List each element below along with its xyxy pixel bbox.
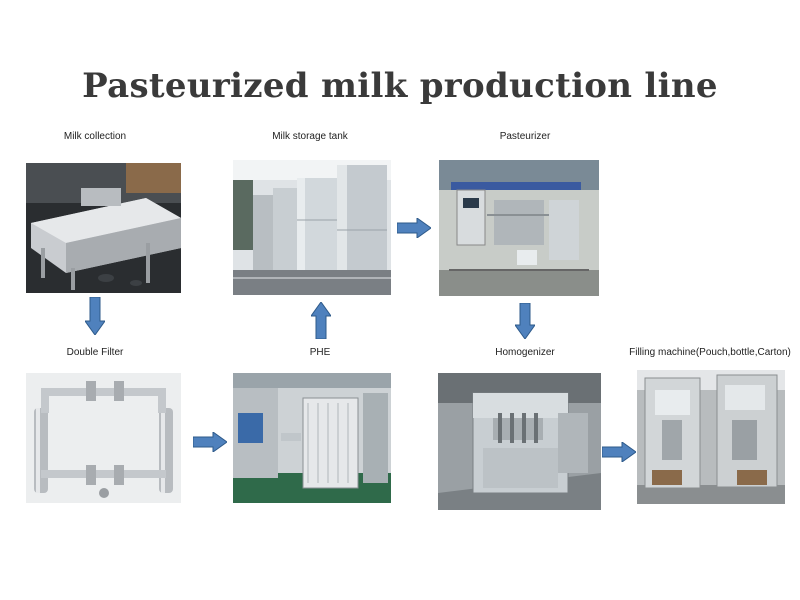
arrow-right-filter-to-phe — [193, 432, 227, 452]
photo-double-filter — [26, 373, 181, 503]
photo-homogenizer — [438, 373, 601, 510]
label-milk-storage-tank: Milk storage tank — [272, 131, 348, 142]
photo-filling-machine — [637, 370, 785, 504]
photo-pasteurizer — [439, 160, 599, 296]
label-pasteurizer: Pasteurizer — [499, 131, 551, 142]
label-homogenizer: Homogenizer — [495, 347, 555, 358]
arrow-down-pasteurizer-to-homogenizer — [515, 303, 535, 339]
photo-milk-storage-tank — [233, 160, 391, 295]
arrow-up-phe-to-storage — [311, 302, 331, 339]
arrow-right-storage-to-pasteurizer — [397, 218, 431, 238]
photo-phe — [233, 373, 391, 503]
page-title: Pasteurized milk production line — [82, 66, 718, 106]
label-filling-machine: Filling machine(Pouch,bottle,Carton) — [629, 347, 791, 358]
label-phe: PHE — [309, 347, 331, 358]
arrow-down-collection-to-filter — [85, 297, 105, 335]
photo-milk-collection — [26, 163, 181, 293]
arrow-right-homogenizer-to-filling — [602, 442, 636, 462]
label-milk-collection: Milk collection — [63, 131, 127, 142]
label-double-filter: Double Filter — [66, 347, 124, 358]
